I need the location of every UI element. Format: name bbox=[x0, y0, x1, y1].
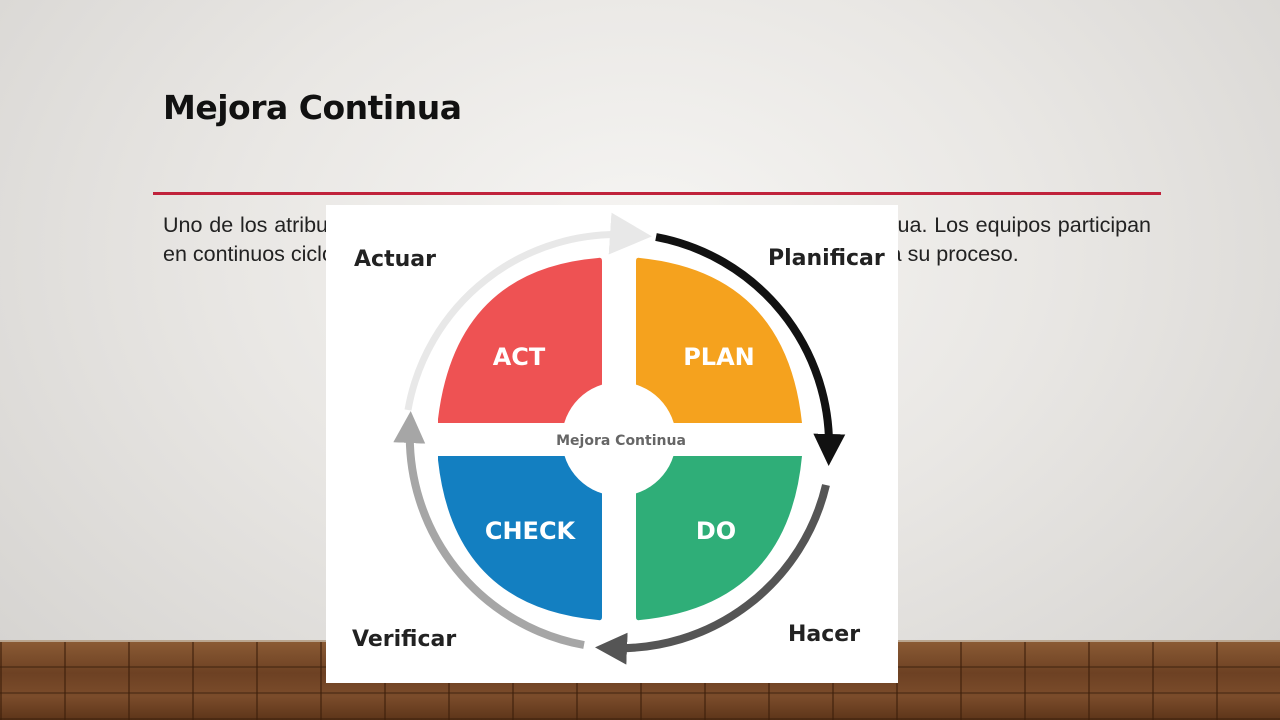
quadrant-label-plan: PLAN bbox=[683, 343, 755, 371]
slide-title: Mejora Continua bbox=[163, 88, 462, 127]
arrow-plan-to-do bbox=[655, 233, 846, 466]
center-hub bbox=[562, 382, 676, 496]
pdca-diagram-image: Mejora Continua ACT PLAN CHECK DO Actuar… bbox=[326, 205, 898, 683]
quadrant-label-act: ACT bbox=[493, 343, 546, 371]
center-label: Mejora Continua bbox=[556, 433, 686, 449]
title-divider bbox=[153, 192, 1161, 195]
phase-label-verificar: Verificar bbox=[352, 627, 456, 652]
phase-label-actuar: Actuar bbox=[354, 247, 436, 272]
arrow-act-to-plan bbox=[404, 212, 652, 411]
quadrant-do bbox=[636, 456, 802, 621]
pdca-diagram: Mejora Continua ACT PLAN CHECK DO Actuar… bbox=[352, 212, 885, 665]
quadrant-act bbox=[438, 257, 602, 423]
quadrant-plan bbox=[636, 257, 802, 423]
quadrant-check bbox=[438, 456, 602, 621]
quadrant-label-check: CHECK bbox=[485, 517, 577, 545]
phase-label-hacer: Hacer bbox=[788, 622, 860, 647]
arrow-check-to-act bbox=[393, 411, 585, 649]
phase-label-planificar: Planificar bbox=[768, 246, 885, 271]
arrow-do-to-check bbox=[595, 484, 830, 665]
quadrant-label-do: DO bbox=[696, 517, 736, 545]
